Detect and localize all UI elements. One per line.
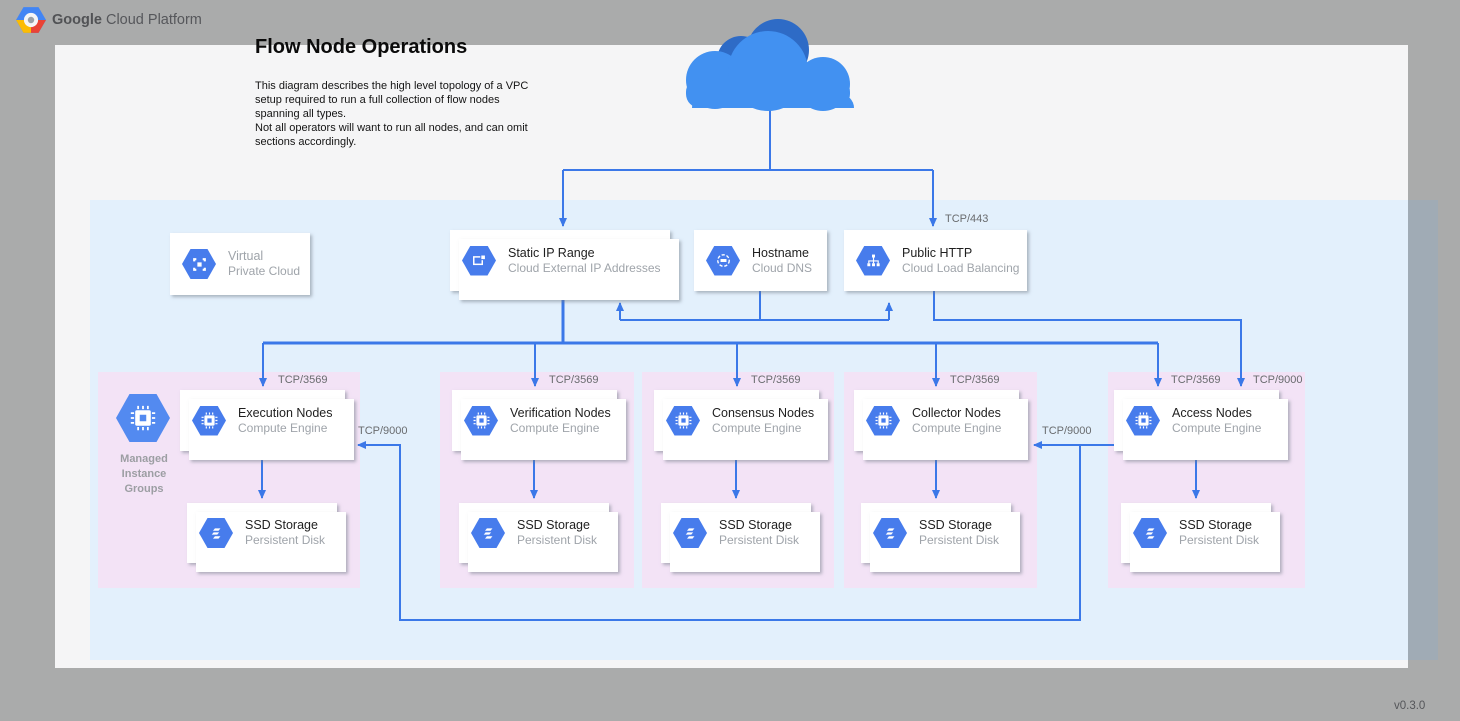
compute-engine-icon (192, 405, 226, 436)
load-balancer-icon (856, 245, 890, 276)
card-title: SSD Storage (245, 518, 318, 533)
card-subtitle: Persistent Disk (919, 533, 1000, 548)
card-title: SSD Storage (1179, 518, 1252, 533)
persistent-disk-icon (471, 518, 505, 548)
card-subtitle: Persistent Disk (245, 533, 326, 548)
vpc-zone-clipped-edge (1408, 200, 1438, 660)
card-subtitle: Private Cloud (228, 264, 301, 279)
compute-engine-icon (1126, 405, 1160, 436)
managed-instance-groups-label: Managed Instance Groups (120, 453, 168, 495)
version-label: v0.3.0 (1394, 700, 1426, 712)
brand-google: Google (52, 12, 102, 28)
card-title: Consensus Nodes (712, 405, 815, 420)
gcp-logo-icon (16, 6, 46, 34)
persistent-disk-icon (199, 518, 233, 548)
compute-engine-icon (866, 405, 900, 436)
card-title: Collector Nodes (912, 405, 1001, 420)
card-subtitle: Compute Engine (712, 420, 802, 435)
port-label-tcp9000-access: TCP/9000 (1253, 374, 1303, 386)
cloud-dns-icon (706, 245, 740, 276)
card-title: SSD Storage (517, 518, 590, 533)
card-title: Hostname (752, 245, 809, 260)
persistent-disk-icon (673, 518, 707, 548)
brand-cloud-platform: Cloud Platform (101, 12, 202, 28)
port-label-tcp3569-collector: TCP/3569 (950, 374, 1000, 386)
card-subtitle: Cloud Load Balancing (902, 260, 1020, 275)
port-label-tcp3569-execution: TCP/3569 (278, 374, 328, 386)
compute-engine-icon (666, 405, 700, 436)
card-subtitle: Compute Engine (912, 420, 1002, 435)
card-title: SSD Storage (919, 518, 992, 533)
port-label-tcp3569-consensus: TCP/3569 (751, 374, 801, 386)
card-title: Execution Nodes (238, 405, 333, 420)
card-title: Verification Nodes (510, 405, 611, 420)
card-subtitle: Cloud DNS (752, 260, 813, 275)
card-title: Access Nodes (1172, 405, 1252, 420)
brand-text: Google Cloud Platform (52, 12, 202, 28)
port-label-tcp9000-to-collector: TCP/9000 (1042, 425, 1092, 437)
card-subtitle: Compute Engine (1172, 420, 1262, 435)
compute-engine-icon (464, 405, 498, 436)
port-label-tcp443: TCP/443 (945, 213, 989, 225)
card-title: Static IP Range (508, 245, 595, 260)
card-subtitle: Persistent Disk (1179, 533, 1260, 548)
card-title: Virtual (228, 249, 264, 264)
card-subtitle: Cloud External IP Addresses (508, 260, 661, 275)
port-label-tcp3569-access: TCP/3569 (1171, 374, 1221, 386)
managed-instance-groups-icon (116, 394, 170, 442)
port-label-tcp9000-to-execution: TCP/9000 (358, 425, 408, 437)
page-title: Flow Node Operations (255, 36, 468, 58)
card-title: Public HTTP (902, 245, 973, 260)
page-description: This diagram describes the high level to… (255, 80, 529, 149)
card-subtitle: Persistent Disk (517, 533, 598, 548)
card-subtitle: Compute Engine (238, 420, 328, 435)
port-label-tcp3569-verification: TCP/3569 (549, 374, 599, 386)
card-title: SSD Storage (719, 518, 792, 533)
persistent-disk-icon (1133, 518, 1167, 548)
external-ip-icon (462, 245, 496, 276)
card-subtitle: Persistent Disk (719, 533, 800, 548)
wire-access-to-execution (357, 441, 1081, 621)
wire-lb-to-access (933, 291, 1245, 387)
card-subtitle: Compute Engine (510, 420, 600, 435)
persistent-disk-icon (873, 518, 907, 548)
internet-cloud-icon (678, 16, 868, 116)
vpc-icon (182, 249, 216, 279)
